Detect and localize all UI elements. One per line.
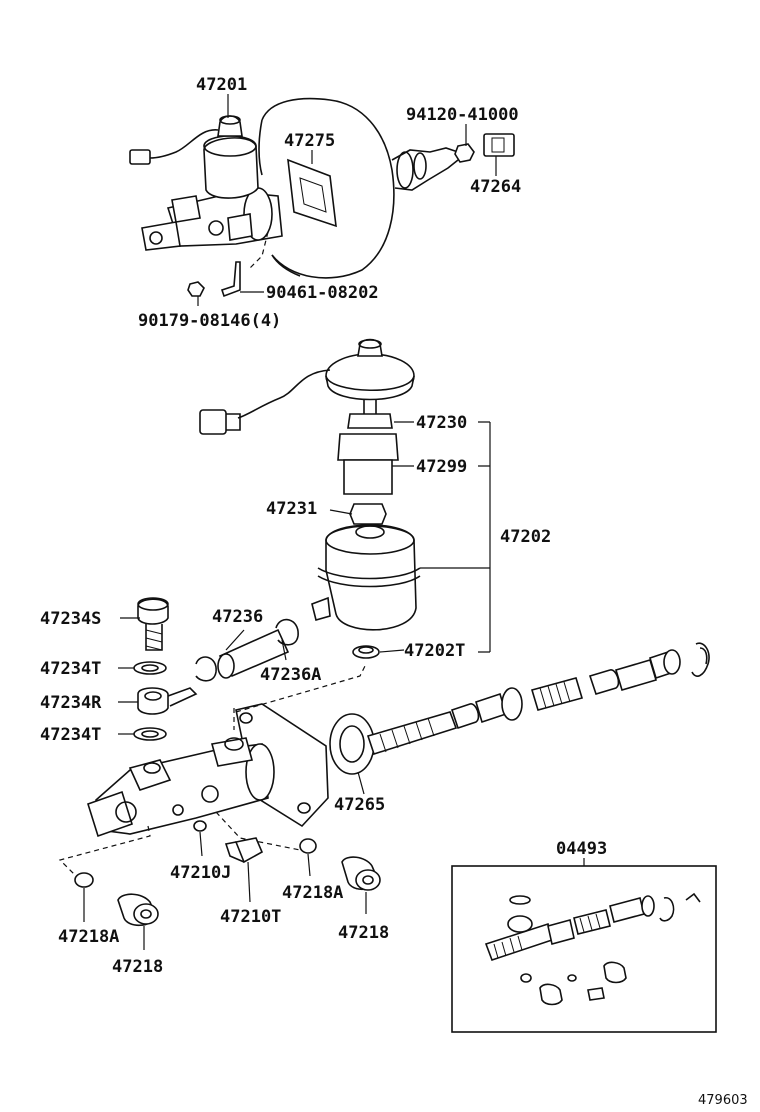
label-47218-left: 47218 [112,957,163,977]
label-47218A-left: 47218A [58,927,119,947]
label-47210J: 47210J [170,863,231,883]
piston-assembly [329,642,710,795]
label-47201: 47201 [196,75,247,95]
label-04493: 04493 [556,839,607,859]
leader-lines [83,94,585,950]
label-47275: 47275 [284,131,335,151]
label-47202T: 47202T [404,641,465,661]
label-47202: 47202 [500,527,551,547]
label-47264: 47264 [470,177,521,197]
label-47234T-lower: 47234T [40,725,101,745]
label-47234R: 47234R [40,693,102,713]
label-47234S: 47234S [40,609,101,629]
reservoir-assembly [199,338,421,659]
repair-kit-box [451,865,717,1033]
label-90179-08146: 90179-08146(4) [138,311,281,331]
label-47299: 47299 [416,457,467,477]
label-47231: 47231 [266,499,317,519]
label-94120-41000: 94120-41000 [406,105,519,125]
label-90461-08202: 90461-08202 [266,283,379,303]
label-47230: 47230 [416,413,467,433]
figure-number: 479603 [698,1093,748,1108]
booster-assembly [129,97,515,298]
label-47236: 47236 [212,607,263,627]
label-47210T: 47210T [220,907,281,927]
label-47236A: 47236A [260,665,321,685]
cylinder-body [58,663,367,879]
label-47234T-upper: 47234T [40,659,101,679]
label-47218A-right: 47218A [282,883,343,903]
label-47265: 47265 [334,795,385,815]
label-47218-right: 47218 [338,923,389,943]
small-parts [74,820,381,927]
